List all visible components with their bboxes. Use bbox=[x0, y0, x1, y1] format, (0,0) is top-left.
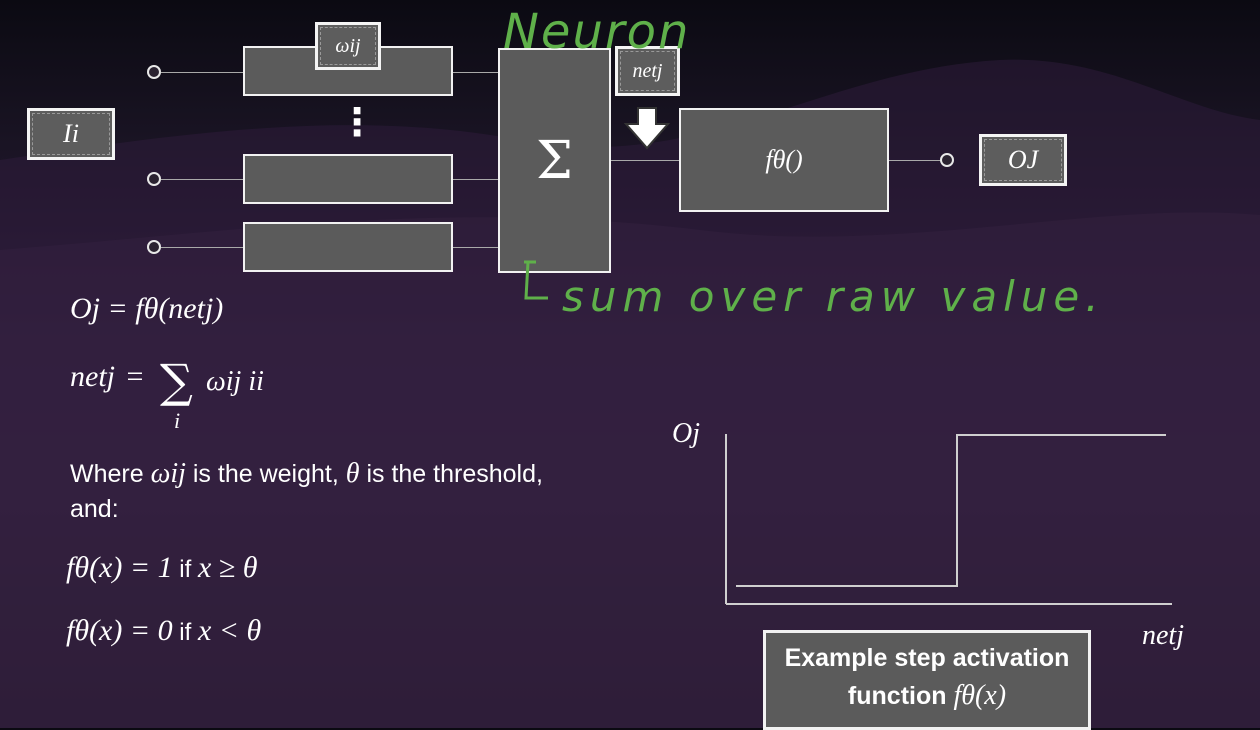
where-text-c: is the threshold, bbox=[359, 460, 543, 488]
output-label-box: OJ bbox=[979, 134, 1067, 186]
output-node bbox=[940, 153, 954, 167]
activation-label: fθ() bbox=[765, 145, 803, 174]
step-rule-zero: fθ(x) = 0 if x < θ bbox=[66, 614, 261, 648]
step-rule-one-cond: x ≥ θ bbox=[197, 551, 258, 584]
equation-output: Oj = fθ(netj) bbox=[70, 292, 223, 326]
equation-net-eq: = bbox=[126, 360, 144, 393]
weight-label: ωij bbox=[335, 34, 361, 57]
output-label: OJ bbox=[1007, 145, 1039, 174]
neuron-note: Neuron bbox=[503, 4, 691, 60]
step-rule-one-lhs: fθ(x) = 1 bbox=[66, 551, 173, 584]
arrow-down-icon bbox=[623, 107, 671, 150]
step-rule-one: fθ(x) = 1 if x ≥ θ bbox=[66, 551, 258, 585]
net-label: netj bbox=[632, 59, 663, 82]
where-theta: θ bbox=[345, 458, 360, 489]
input-wire-3 bbox=[161, 247, 245, 248]
weight-wire-1 bbox=[453, 72, 500, 73]
weight-label-box: ωij bbox=[315, 22, 381, 70]
equation-output-rhs: = fθ(netj) bbox=[107, 292, 224, 325]
plot-caption: Example step activation function fθ(x) bbox=[763, 630, 1091, 730]
weight-wire-3 bbox=[453, 247, 500, 248]
plot-x-label: netj bbox=[1142, 620, 1184, 651]
input-label-box: Ii bbox=[27, 108, 115, 160]
input-node-1 bbox=[147, 65, 161, 79]
weight-box-3 bbox=[243, 222, 453, 272]
input-label: Ii bbox=[63, 119, 79, 148]
where-weight: ωij bbox=[150, 458, 186, 489]
step-rule-zero-cond: x < θ bbox=[197, 614, 262, 647]
step-rule-zero-if: if bbox=[172, 619, 198, 646]
equation-output-lhs: Oj bbox=[70, 292, 100, 325]
input-wire-2 bbox=[161, 179, 245, 180]
activation-box: fθ() bbox=[679, 108, 889, 212]
ellipsis-dots: ⋮ bbox=[338, 100, 376, 144]
input-wire-1 bbox=[161, 72, 245, 73]
sum-symbol: Σ bbox=[536, 130, 573, 191]
where-line-2: and: bbox=[70, 495, 119, 523]
equation-net-sub: i bbox=[174, 408, 181, 433]
caption-line-1: Example step activation bbox=[784, 644, 1070, 672]
weight-box-2 bbox=[243, 154, 453, 204]
plot-y-label: Oj bbox=[672, 418, 700, 449]
sum-box: Σ bbox=[498, 48, 611, 273]
step-function-plot bbox=[725, 434, 1172, 605]
input-node-2 bbox=[147, 172, 161, 186]
where-text-b: is the weight, bbox=[185, 460, 346, 488]
step-rule-one-if: if bbox=[172, 556, 198, 583]
equation-net-rhs: ωij ii bbox=[206, 366, 264, 397]
weight-wire-2 bbox=[453, 179, 500, 180]
caption-line-2: function fθ(x) bbox=[766, 677, 1088, 715]
step-rule-zero-lhs: fθ(x) = 0 bbox=[66, 614, 173, 647]
bracket-mark bbox=[524, 260, 548, 300]
where-line-1: Where ωij is the weight, θ is the thresh… bbox=[70, 458, 543, 490]
equation-net: netj = bbox=[70, 360, 147, 394]
equation-net-lhs: netj bbox=[70, 360, 115, 393]
equation-net-sigma: ∑ bbox=[160, 354, 193, 408]
net-label-box: netj bbox=[615, 46, 680, 96]
caption-line-2-text: function bbox=[847, 682, 954, 710]
sum-note: sum over raw value. bbox=[562, 272, 1105, 321]
step-curve bbox=[736, 434, 1166, 587]
output-wire bbox=[889, 160, 941, 161]
where-text-a: Where bbox=[70, 460, 151, 488]
input-node-3 bbox=[147, 240, 161, 254]
caption-line-2-math: fθ(x) bbox=[953, 680, 1007, 711]
sum-to-activation-wire bbox=[611, 160, 681, 161]
